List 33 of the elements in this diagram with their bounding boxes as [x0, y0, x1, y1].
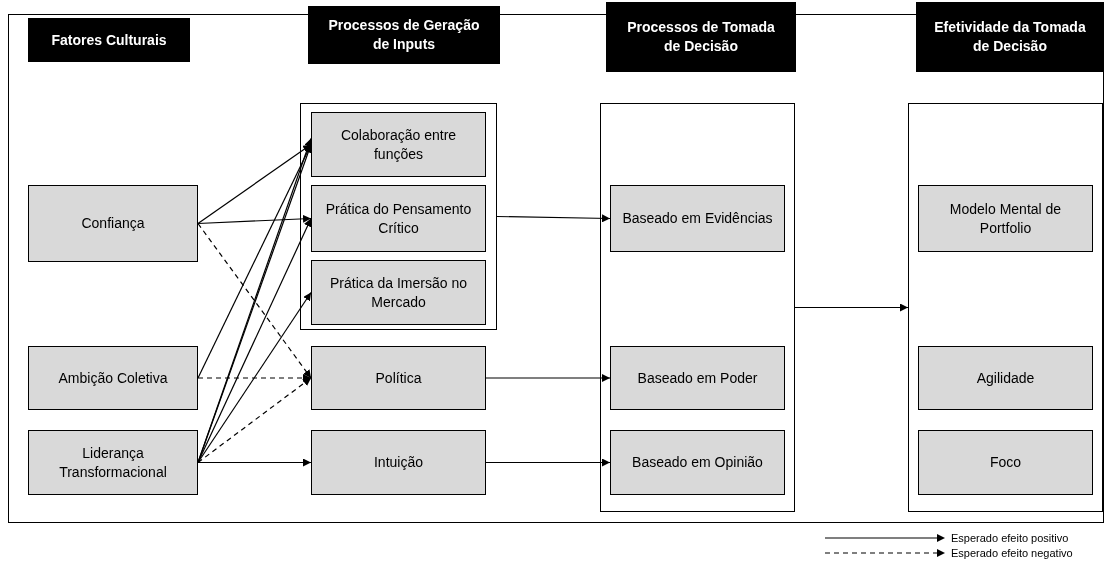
process-box: Modelo Mental de Portfolio — [918, 185, 1093, 252]
process-box: Baseado em Poder — [610, 346, 785, 410]
container-box — [908, 103, 1103, 512]
process-box: Colaboração entre funções — [311, 112, 486, 177]
process-box: Intuição — [311, 430, 486, 495]
column-header: Efetividade da Tomada de Decisão — [916, 2, 1104, 72]
process-box: Prática do Pensamento Crítico — [311, 185, 486, 252]
process-box: Prática da Imersão no Mercado — [311, 260, 486, 325]
column-header: Fatores Culturais — [28, 18, 190, 62]
dashed-arrow — [197, 374, 312, 382]
process-box: Agilidade — [918, 346, 1093, 410]
process-box: Política — [311, 346, 486, 410]
dashed-arrow — [197, 377, 312, 464]
dashed-arrow — [197, 222, 312, 379]
arrow — [197, 214, 312, 225]
arrow — [485, 458, 611, 467]
arrow — [496, 214, 611, 223]
arrow — [197, 291, 312, 464]
legend-label: Esperado efeito positivo — [951, 532, 1069, 544]
process-box: Confiança — [28, 185, 198, 262]
arrow — [197, 458, 312, 467]
container-box — [600, 103, 795, 512]
arrow — [794, 303, 909, 312]
column-header: Processos de Geração de Inputs — [308, 6, 500, 64]
process-box: Ambição Coletiva — [28, 346, 198, 410]
container-box — [300, 103, 497, 330]
process-box: Baseado em Opinião — [610, 430, 785, 495]
process-box: Baseado em Evidências — [610, 185, 785, 252]
column-header: Processos de Tomada de Decisão — [606, 2, 796, 72]
legend-label: Esperado efeito negativo — [951, 547, 1073, 559]
arrow — [485, 374, 611, 382]
process-box: Liderança Transformacional — [28, 430, 198, 495]
process-box: Foco — [918, 430, 1093, 495]
